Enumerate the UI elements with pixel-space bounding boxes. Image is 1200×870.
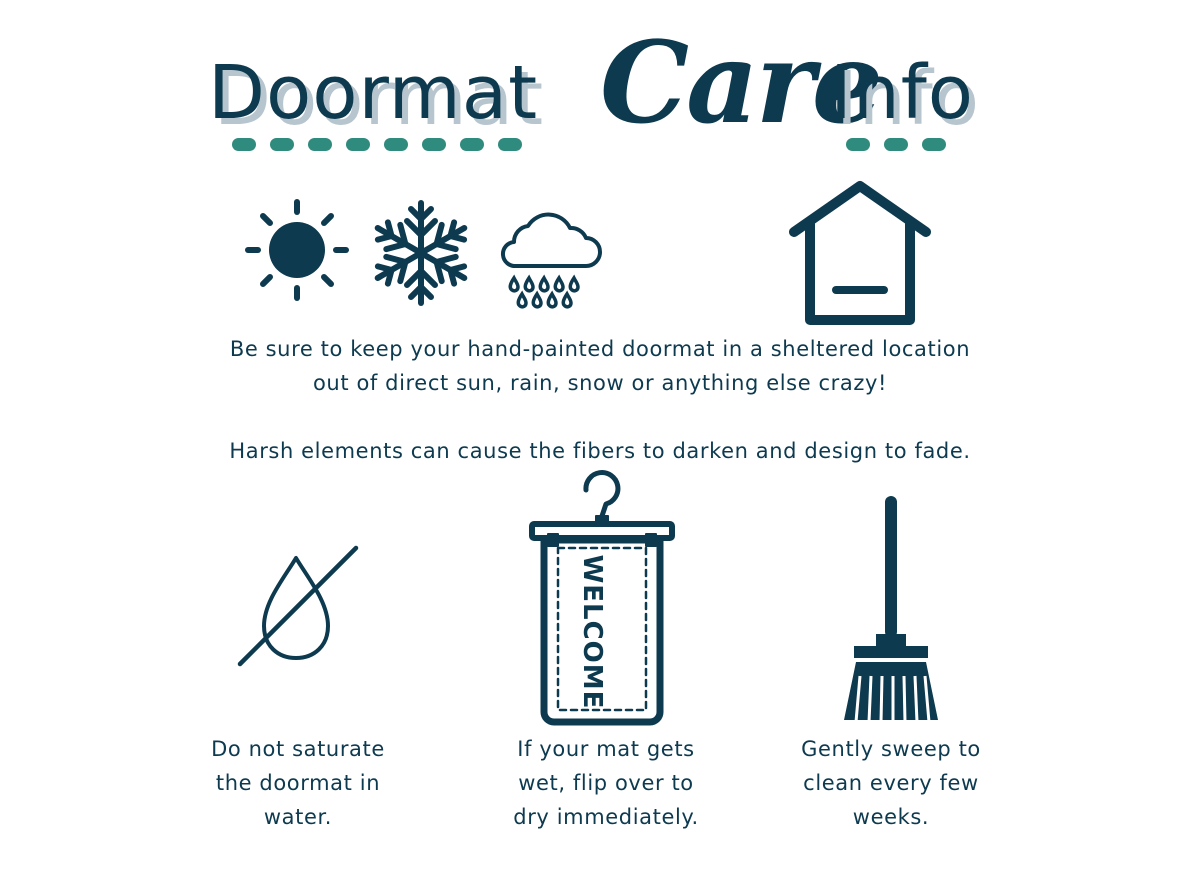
title-word-info: Info bbox=[830, 50, 975, 136]
sun-icon bbox=[245, 199, 349, 301]
no-water-icon bbox=[237, 545, 359, 667]
tip-caption-no-saturate: Do not saturate the doormat in water. bbox=[178, 732, 418, 834]
tip-caption-line: the doormat in bbox=[215, 771, 381, 795]
tip-caption-flip-dry: If your mat gets wet, flip over to dry i… bbox=[486, 732, 726, 834]
tip-caption-line: wet, flip over to bbox=[518, 771, 694, 795]
title-word-care: Care bbox=[600, 18, 883, 149]
tip-caption-line: dry immediately. bbox=[513, 805, 699, 829]
tip-caption-sweep: Gently sweep to clean every few weeks. bbox=[771, 732, 1011, 834]
snowflake-icon bbox=[374, 200, 468, 306]
rain-cloud-icon bbox=[501, 212, 602, 309]
title-word-doormat: Doormat bbox=[208, 50, 539, 136]
shelter-line-2: out of direct sun, rain, snow or anythin… bbox=[312, 371, 888, 395]
broom-icon bbox=[844, 496, 938, 723]
tip-caption-line: Do not saturate bbox=[211, 737, 385, 761]
title-underline-right bbox=[846, 138, 946, 152]
tip-caption-line: water. bbox=[263, 805, 333, 829]
title-underline-left bbox=[232, 138, 522, 152]
tip-caption-line: Gently sweep to bbox=[801, 737, 981, 761]
harsh-elements-paragraph: Harsh elements can cause the fibers to d… bbox=[229, 439, 971, 463]
shelter-paragraph: Be sure to keep your hand-painted doorma… bbox=[150, 332, 1050, 400]
hanging-mat-icon: WELCOME bbox=[529, 470, 675, 726]
tip-caption-line: clean every few bbox=[803, 771, 979, 795]
mat-welcome-label: WELCOME bbox=[577, 555, 607, 710]
tip-caption-line: weeks. bbox=[852, 805, 930, 829]
shelter-line-1: Be sure to keep your hand-painted doorma… bbox=[229, 337, 971, 361]
house-icon bbox=[789, 181, 931, 325]
tip-caption-line: If your mat gets bbox=[517, 737, 695, 761]
